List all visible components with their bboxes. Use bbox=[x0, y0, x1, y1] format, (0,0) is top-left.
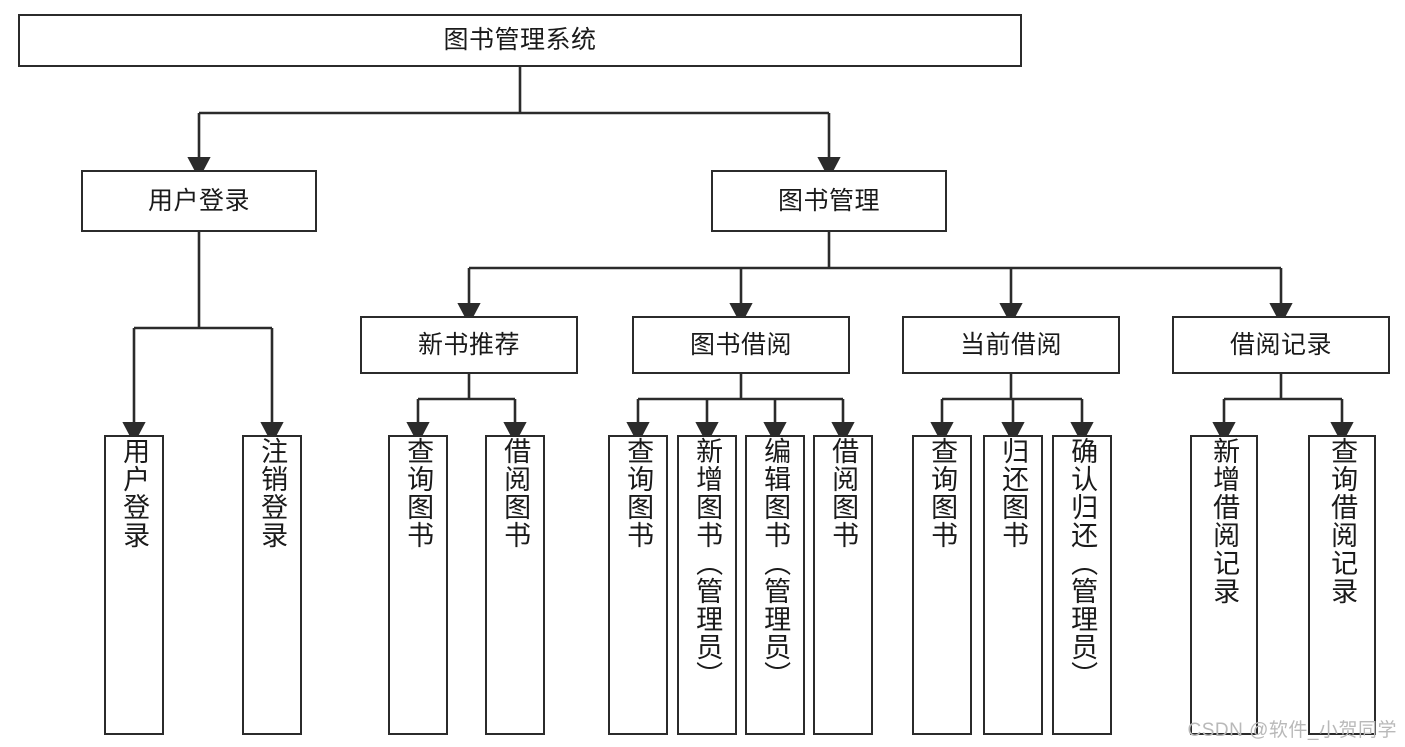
node-leaf-add-book[interactable]: 新增图书（管理员） bbox=[677, 435, 737, 735]
node-leaf-query-record-label: 查询借阅记录 bbox=[1327, 437, 1358, 605]
node-leaf-edit-book[interactable]: 编辑图书（管理员） bbox=[745, 435, 805, 735]
node-leaf-query-book-1-label: 查询图书 bbox=[403, 437, 434, 549]
node-leaf-borrow-book-2-label: 借阅图书 bbox=[828, 437, 859, 549]
node-leaf-add-record-label: 新增借阅记录 bbox=[1209, 437, 1240, 605]
node-leaf-user-login-label: 用户登录 bbox=[119, 437, 150, 549]
node-root[interactable]: 图书管理系统 bbox=[18, 14, 1022, 67]
node-root-label: 图书管理系统 bbox=[443, 26, 597, 55]
node-leaf-query-book-3[interactable]: 查询图书 bbox=[912, 435, 972, 735]
node-leaf-edit-book-label: 编辑图书（管理员） bbox=[760, 437, 791, 689]
node-leaf-confirm-return[interactable]: 确认归还（管理员） bbox=[1052, 435, 1112, 735]
node-book-borrow-label: 图书借阅 bbox=[689, 330, 792, 359]
node-borrow-record[interactable]: 借阅记录 bbox=[1172, 316, 1390, 374]
node-user-login-label: 用户登录 bbox=[147, 186, 250, 215]
node-leaf-borrow-book-2[interactable]: 借阅图书 bbox=[813, 435, 873, 735]
node-leaf-borrow-book-1-label: 借阅图书 bbox=[500, 437, 531, 549]
node-current-borrow-label: 当前借阅 bbox=[959, 330, 1062, 359]
node-leaf-query-book-2-label: 查询图书 bbox=[623, 437, 654, 549]
node-leaf-query-record[interactable]: 查询借阅记录 bbox=[1308, 435, 1376, 735]
node-current-borrow[interactable]: 当前借阅 bbox=[902, 316, 1120, 374]
node-user-login[interactable]: 用户登录 bbox=[81, 170, 317, 232]
watermark-text: CSDN @软件_小贺同学 bbox=[1187, 720, 1397, 741]
node-leaf-query-book-3-label: 查询图书 bbox=[927, 437, 958, 549]
node-leaf-add-book-label: 新增图书（管理员） bbox=[692, 437, 723, 689]
node-book-borrow[interactable]: 图书借阅 bbox=[632, 316, 850, 374]
node-leaf-return-book[interactable]: 归还图书 bbox=[983, 435, 1043, 735]
node-new-book-recommend[interactable]: 新书推荐 bbox=[360, 316, 578, 374]
node-leaf-return-book-label: 归还图书 bbox=[998, 437, 1029, 549]
node-leaf-user-login[interactable]: 用户登录 bbox=[104, 435, 164, 735]
node-leaf-confirm-return-label: 确认归还（管理员） bbox=[1067, 437, 1098, 689]
node-book-manage[interactable]: 图书管理 bbox=[711, 170, 947, 232]
node-leaf-logout-label: 注销登录 bbox=[257, 437, 288, 549]
node-leaf-query-book-2[interactable]: 查询图书 bbox=[608, 435, 668, 735]
node-book-manage-label: 图书管理 bbox=[777, 186, 880, 215]
node-leaf-borrow-book-1[interactable]: 借阅图书 bbox=[485, 435, 545, 735]
node-new-book-recommend-label: 新书推荐 bbox=[417, 330, 520, 359]
node-leaf-logout[interactable]: 注销登录 bbox=[242, 435, 302, 735]
node-leaf-add-record[interactable]: 新增借阅记录 bbox=[1190, 435, 1258, 735]
node-leaf-query-book-1[interactable]: 查询图书 bbox=[388, 435, 448, 735]
node-borrow-record-label: 借阅记录 bbox=[1229, 330, 1332, 359]
